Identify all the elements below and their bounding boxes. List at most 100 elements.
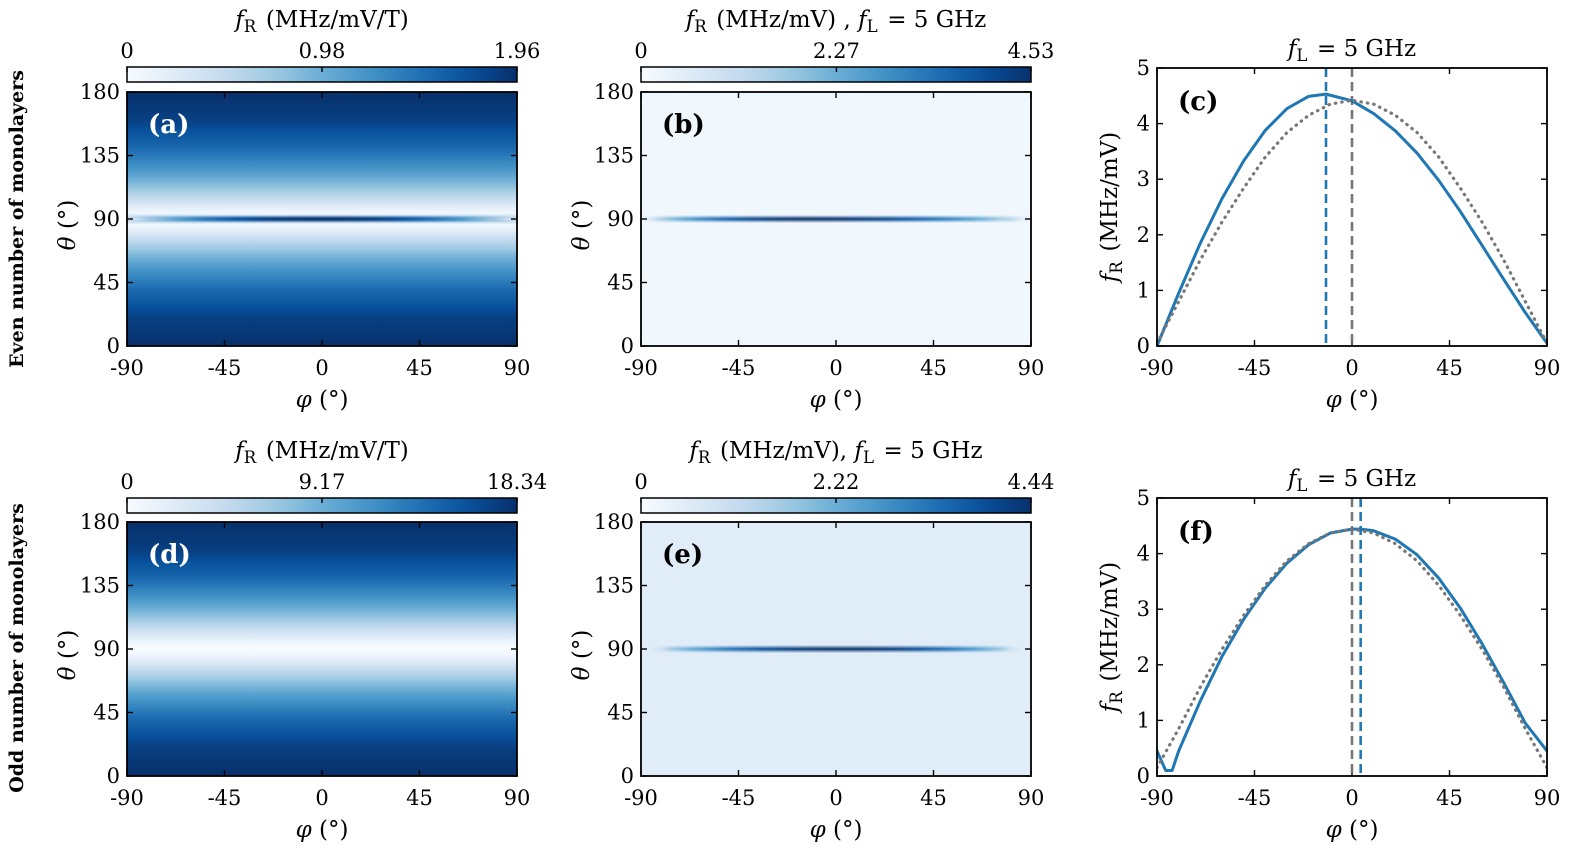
x-tick-label: 90 <box>1534 786 1561 810</box>
y-tick-label: 180 <box>80 80 120 104</box>
colorbar-title: fR (MHz/mV/T) <box>233 7 409 36</box>
x-tick-label: 90 <box>504 786 531 810</box>
y-tick-label: 45 <box>93 271 120 295</box>
y-tick-label: 135 <box>594 574 634 598</box>
colorbar-tick-label: 0 <box>120 470 133 494</box>
plot-frame <box>1156 67 1548 347</box>
y-tick-label: 2 <box>1137 653 1150 677</box>
y-tick-label: 3 <box>1137 597 1150 621</box>
x-tick-label: -90 <box>110 786 144 810</box>
x-tick-label: 45 <box>1436 356 1463 380</box>
panel-label: (e) <box>662 540 703 570</box>
y-tick-label: 45 <box>93 701 120 725</box>
y-tick-label: 0 <box>1137 764 1150 788</box>
x-axis-label: φ (°) <box>296 817 349 843</box>
x-tick-label: -45 <box>1238 356 1272 380</box>
colorbar-tick-label: 2.22 <box>813 470 860 494</box>
y-tick-label: 135 <box>80 144 120 168</box>
x-tick-label: 45 <box>406 786 433 810</box>
colorbar-tick-label: 9.17 <box>299 470 346 494</box>
panel-label: (b) <box>662 110 705 140</box>
heatmap-ridge <box>127 215 517 223</box>
panel-label: (f) <box>1178 517 1214 547</box>
x-tick-label: -45 <box>208 356 242 380</box>
series-line-dotted <box>1157 98 1547 345</box>
x-tick-label: 90 <box>1018 786 1045 810</box>
x-tick-label: -90 <box>624 786 658 810</box>
panel-label: (a) <box>148 110 189 140</box>
x-axis-label: φ (°) <box>810 387 863 413</box>
x-tick-label: 90 <box>504 356 531 380</box>
x-tick-label: -45 <box>722 356 756 380</box>
plot-title: fL = 5 GHz <box>1286 466 1416 495</box>
y-tick-label: 90 <box>607 637 634 661</box>
plot-frame <box>1156 497 1548 777</box>
x-tick-label: 0 <box>315 356 328 380</box>
colorbar-title: fR (MHz/mV), fL = 5 GHz <box>687 438 982 467</box>
y-tick-label: 90 <box>93 207 120 231</box>
y-tick-label: 0 <box>107 334 120 358</box>
x-tick-label: -90 <box>1140 356 1174 380</box>
x-axis-label: φ (°) <box>296 387 349 413</box>
x-tick-label: -90 <box>110 356 144 380</box>
x-tick-label: 0 <box>1345 356 1358 380</box>
y-tick-label: 180 <box>80 510 120 534</box>
x-tick-label: -90 <box>1140 786 1174 810</box>
colorbar-tick-label: 0 <box>120 39 133 63</box>
colorbar-title: fR (MHz/mV) , fL = 5 GHz <box>684 7 987 36</box>
y-tick-label: 1 <box>1137 708 1150 732</box>
y-tick-label: 135 <box>594 144 634 168</box>
y-tick-label: 45 <box>607 701 634 725</box>
x-tick-label: 45 <box>406 356 433 380</box>
colorbar-tick-label: 1.96 <box>494 39 541 63</box>
y-tick-label: 45 <box>607 271 634 295</box>
x-axis-label: φ (°) <box>1326 387 1379 413</box>
x-tick-label: 45 <box>920 786 947 810</box>
x-tick-label: 0 <box>315 786 328 810</box>
y-tick-label: 4 <box>1137 112 1150 136</box>
y-tick-label: 0 <box>621 764 634 788</box>
y-tick-label: 1 <box>1137 278 1150 302</box>
y-tick-label: 180 <box>594 80 634 104</box>
y-tick-label: 90 <box>607 207 634 231</box>
x-tick-label: -45 <box>722 786 756 810</box>
colorbar-title: fR (MHz/mV/T) <box>233 438 409 467</box>
colorbar-tick-label: 0 <box>634 470 647 494</box>
y-tick-label: 90 <box>93 637 120 661</box>
y-tick-label: 4 <box>1137 542 1150 566</box>
y-axis-label: θ (°) <box>569 630 595 681</box>
plot-title: fL = 5 GHz <box>1286 36 1416 65</box>
y-axis-label: θ (°) <box>55 200 81 251</box>
panel-a: -90 -45 0 45 90 0 45 90 135 180 φ (°) θ (°) 0 0.98 1.9… <box>55 7 540 413</box>
x-tick-label: -45 <box>208 786 242 810</box>
x-tick-label: -45 <box>1238 786 1272 810</box>
panel-label: (c) <box>1178 87 1218 117</box>
x-axis-label: φ (°) <box>1326 817 1379 843</box>
y-axis-label: θ (°) <box>55 630 81 681</box>
y-tick-label: 0 <box>107 764 120 788</box>
plot-background <box>1157 498 1547 776</box>
y-tick-label: 0 <box>621 334 634 358</box>
series-line-solid <box>1157 92 1547 346</box>
colorbar-tick-label: 2.27 <box>813 39 860 63</box>
series-line-dotted <box>1157 527 1547 770</box>
y-tick-label: 5 <box>1137 486 1150 510</box>
panel-label: (d) <box>148 540 191 570</box>
y-axis-label: θ (°) <box>569 200 595 251</box>
row-label-odd: Odd number of monolayers <box>6 503 28 793</box>
y-tick-label: 135 <box>80 574 120 598</box>
colorbar-tick-label: 4.53 <box>1008 39 1055 63</box>
y-tick-label: 3 <box>1137 167 1150 191</box>
x-tick-label: 90 <box>1534 356 1561 380</box>
y-axis-label: fR (MHz/mV) <box>1097 562 1126 714</box>
colorbar-tick-label: 0.98 <box>299 39 346 63</box>
series-line-solid <box>1157 527 1547 772</box>
y-axis-label: fR (MHz/mV) <box>1097 132 1126 284</box>
y-tick-label: 2 <box>1137 223 1150 247</box>
y-tick-label: 5 <box>1137 56 1150 80</box>
